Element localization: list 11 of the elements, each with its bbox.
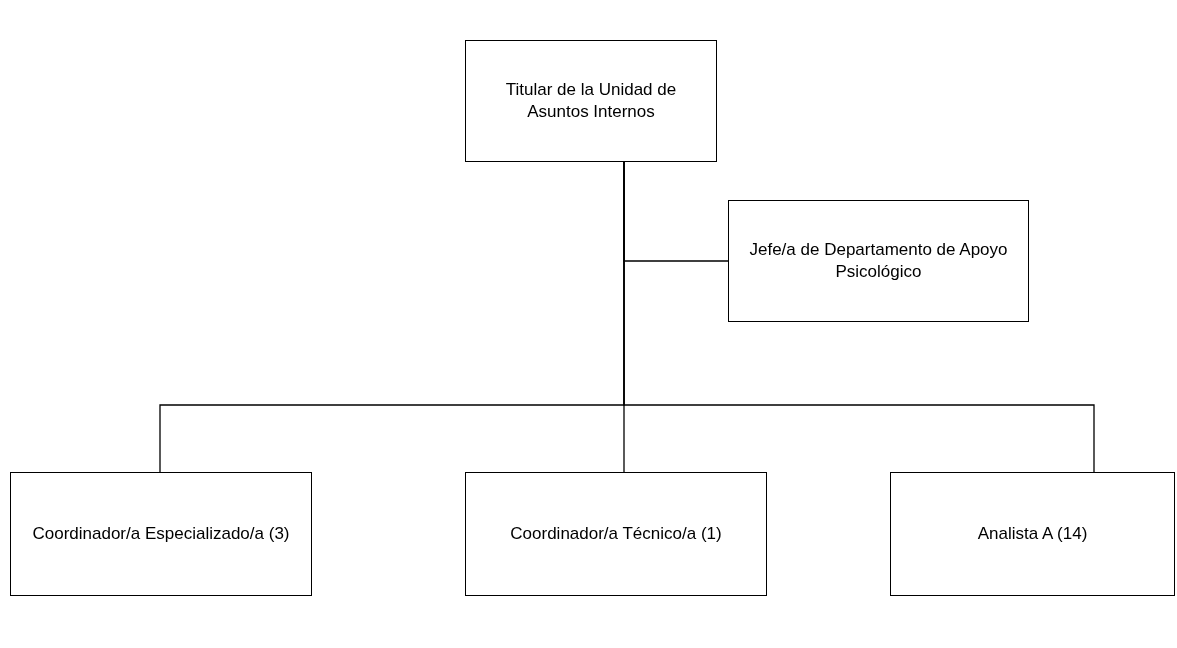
org-box (465, 40, 717, 162)
connector-line (623, 161, 1095, 473)
org-box (465, 472, 767, 596)
org-box (728, 200, 1029, 322)
position-title: Coordinador/a Técnico/a (1) (510, 522, 722, 545)
position-title: Analista A (14) (977, 522, 1088, 545)
position-title: Jefe/a de Departamento de Apoyo Psicológico (748, 238, 1009, 283)
org-box (890, 472, 1175, 596)
position-title: Titular de la Unidad de Asuntos Internos (504, 78, 678, 123)
position-title: Coordinador/a Especializado/a (3) (32, 522, 290, 545)
org-box (10, 472, 312, 596)
